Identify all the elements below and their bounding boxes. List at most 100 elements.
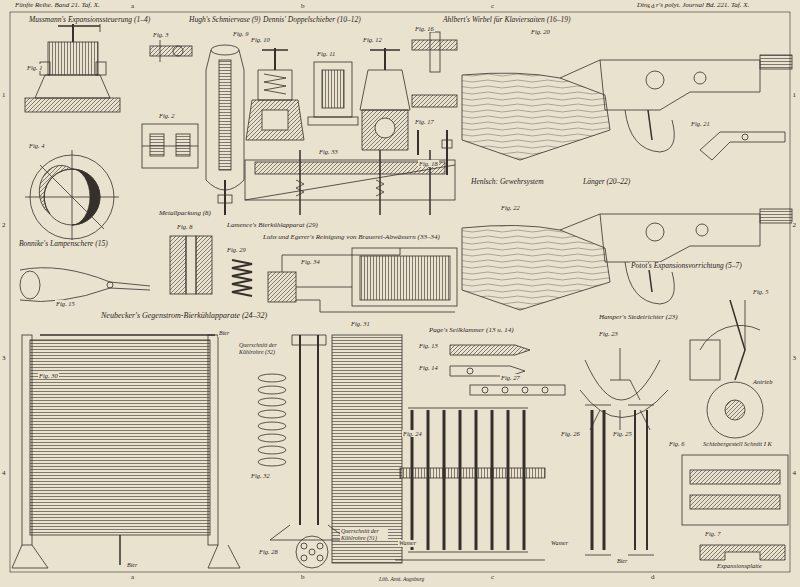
figure-label: Hamper's Siedetrichter (23) bbox=[598, 314, 678, 322]
figure-label: Fig. 11 bbox=[316, 50, 336, 57]
pipe-figure bbox=[470, 385, 565, 395]
rope-clamp-figure bbox=[450, 345, 530, 376]
figure-label: Fig. 27 bbox=[500, 374, 521, 381]
grid-reference: a bbox=[130, 574, 135, 582]
figure-label: Luhs und Egerer's Reinigung von Brauerei… bbox=[262, 234, 441, 242]
figure-label: Wasser bbox=[398, 540, 417, 547]
figure-label: Fig. 29 bbox=[226, 246, 247, 253]
rifle-detail-figure bbox=[700, 132, 785, 160]
figure-label: Fig. 23 bbox=[598, 330, 619, 337]
cleaning-apparatus-figure bbox=[268, 248, 457, 312]
figure-label: Fig. 5 bbox=[752, 288, 770, 295]
figure-label: Fig. 3 bbox=[152, 31, 170, 38]
cooler-column-figure bbox=[585, 405, 654, 555]
figure-label: Fig. 25 bbox=[612, 430, 633, 437]
grid-reference: 1 bbox=[792, 92, 798, 100]
figure-label: Neubecker's Gegenstrom-Bierkühlapparate … bbox=[100, 312, 268, 321]
trough-figure bbox=[245, 150, 455, 215]
expansion-gear-figure bbox=[690, 300, 763, 438]
figure-label: Fig. 26 bbox=[560, 430, 581, 437]
figure-label: Fig. 17 bbox=[414, 118, 435, 125]
figure-label: Fig. 20 bbox=[530, 28, 551, 35]
figure-label: Fig. 10 bbox=[250, 36, 271, 43]
grid-reference: 1 bbox=[1, 92, 7, 100]
figure-label: Bier bbox=[616, 558, 628, 565]
counterflow-cooler-figure bbox=[395, 408, 545, 560]
grid-reference: 4 bbox=[1, 470, 7, 478]
figure-label: Fig. 30 bbox=[38, 372, 59, 379]
tube-section-figure bbox=[258, 374, 286, 466]
grid-reference: 2 bbox=[1, 222, 7, 230]
slide-frame-figure bbox=[682, 455, 788, 525]
figure-label: Fig. 15 bbox=[55, 300, 76, 307]
figure-label: Fig. 33 bbox=[318, 148, 339, 155]
figure-label: Fig. 14 bbox=[418, 364, 439, 371]
figure-label: Querschnitt der Kühlrohre (32) bbox=[238, 342, 290, 355]
figure-label: Lamence's Bierkühlapparat (29) bbox=[226, 222, 319, 230]
valve-figure bbox=[360, 48, 410, 150]
figure-label: Henlsch: Gewehrsystem bbox=[470, 178, 545, 186]
figure-label: Fig. 4 bbox=[28, 142, 46, 149]
figure-label: Bonnike's Lampenschere (15) bbox=[18, 240, 109, 248]
figure-label: Potot's Expansionsvorrichtung (5–7) bbox=[630, 262, 743, 270]
grid-reference: b bbox=[300, 574, 306, 582]
beer-cooler-figure bbox=[12, 335, 240, 568]
figure-label: Länger (20–22) bbox=[582, 178, 631, 186]
figure-label: Bier bbox=[218, 330, 230, 337]
figure-label: Fig. 22 bbox=[500, 204, 521, 211]
figure-label: Fig. 1 bbox=[26, 64, 44, 71]
figure-label: Fig. 2 bbox=[158, 112, 176, 119]
grid-reference: c bbox=[490, 3, 495, 11]
figure-label: Fig. 34 bbox=[300, 258, 321, 265]
figure-label: Fig. 16 bbox=[414, 25, 435, 32]
tube-bank-figure bbox=[332, 335, 402, 563]
valve-figure bbox=[246, 48, 304, 140]
figure-label: Fig. 21 bbox=[690, 120, 711, 127]
figure-label: Hugh's Schmiervase (9) bbox=[188, 16, 262, 24]
lubricator-figure bbox=[206, 45, 244, 215]
figure-label: Fig. 12 bbox=[362, 36, 383, 43]
spiral-figure bbox=[232, 260, 252, 296]
detail-figure bbox=[142, 124, 198, 168]
figure-label: Page's Seilklammer (13 u. 14) bbox=[428, 327, 515, 335]
figure-label: Schiebergestell Schnitt I K bbox=[702, 440, 773, 447]
figure-label: Bier bbox=[126, 562, 138, 569]
detail-figure bbox=[150, 40, 192, 62]
figure-label: Fig. 7 bbox=[704, 530, 722, 537]
grid-reference: d bbox=[650, 574, 656, 582]
piano-pin-figure bbox=[412, 32, 457, 175]
figure-label: Fig. 24 bbox=[402, 430, 423, 437]
printer-credit: Lith. Anst. Augsburg bbox=[378, 576, 425, 582]
figure-label: Fig. 6 bbox=[668, 440, 686, 447]
grid-reference: b bbox=[300, 3, 306, 11]
figure-label: Fig. 9 bbox=[232, 30, 250, 37]
figure-label: Fig. 31 bbox=[350, 320, 371, 327]
valve-figure bbox=[308, 62, 358, 125]
figure-label: Antrieb bbox=[752, 378, 774, 385]
expansion-plate-figure bbox=[700, 545, 785, 560]
figure-label: Fig. 13 bbox=[418, 342, 439, 349]
grid-reference: 3 bbox=[1, 355, 7, 363]
figure-label: Wasser bbox=[550, 540, 569, 547]
figure-label: Fig. 28 bbox=[258, 548, 279, 555]
grid-reference: 2 bbox=[792, 222, 798, 230]
figure-label: Mussmann's Expansionssteuerung (1–4) bbox=[28, 16, 151, 24]
steuerung-figure bbox=[25, 20, 120, 112]
rifle-action-figure bbox=[462, 55, 792, 160]
grid-reference: a bbox=[130, 3, 135, 11]
figure-label: Ahlbert's Wirbel für Klaviersaiten (16–1… bbox=[442, 16, 571, 24]
figure-label: Querschnitt der Kühlrohre (31) bbox=[340, 528, 388, 541]
funnel-figure bbox=[580, 348, 668, 430]
plate-header: Fünfte Reihe. Band 21. Taf. X. bbox=[14, 2, 101, 10]
grid-reference: c bbox=[490, 574, 495, 582]
expansion-diagram bbox=[25, 150, 119, 244]
rifle-action-figure bbox=[462, 209, 792, 310]
figure-label: Fig. 32 bbox=[250, 472, 271, 479]
grid-reference: d bbox=[650, 3, 656, 11]
lamp-scissors-figure bbox=[20, 268, 150, 302]
figure-label: Expansionsplatte bbox=[716, 562, 763, 569]
figure-label: Metallpackung (8) bbox=[158, 210, 212, 218]
figure-label: Fig. 18 bbox=[418, 160, 439, 167]
figure-label: Fig. 8 bbox=[176, 223, 194, 230]
